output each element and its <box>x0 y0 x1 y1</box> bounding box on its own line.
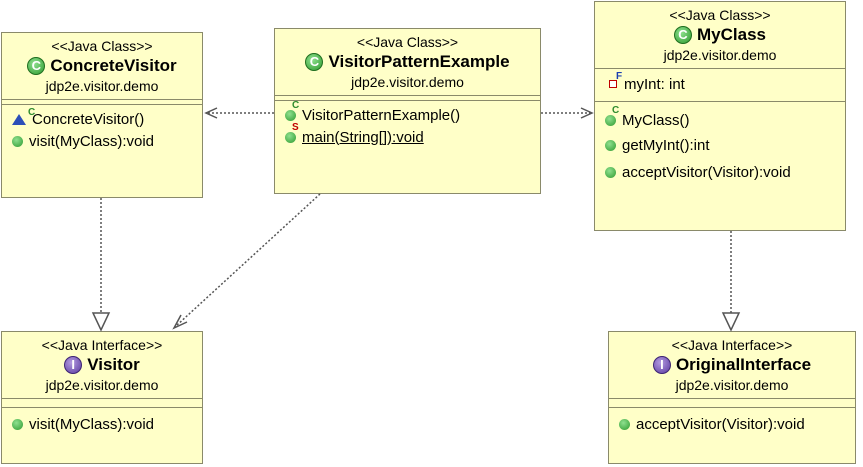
interface-icon: I <box>652 356 671 374</box>
public-method-icon <box>12 418 23 430</box>
methods-section: visit(MyClass):void <box>2 407 202 435</box>
methods-section: C ConcreteVisitor() visit(MyClass):void <box>2 104 202 152</box>
class-header: <<Java Interface>> I Visitor jdp2e.visit… <box>2 332 202 398</box>
constructor-icon: C <box>285 100 299 121</box>
member-method[interactable]: acceptVisitor(Visitor):void <box>595 159 845 186</box>
open-arrowhead <box>580 107 594 119</box>
member-text: myInt: int <box>624 75 685 93</box>
member-method[interactable]: acceptVisitor(Visitor):void <box>609 413 855 435</box>
fields-section <box>2 398 202 407</box>
member-text: MyClass() <box>622 111 690 129</box>
methods-section: C MyClass() getMyInt():int acceptVisitor… <box>595 101 845 186</box>
fields-section: F myInt: int <box>595 68 845 101</box>
interface-icon: I <box>64 356 83 374</box>
methods-section: C VisitorPatternExample() S main(String[… <box>275 100 540 148</box>
member-method[interactable]: visit(MyClass):void <box>2 413 202 435</box>
methods-section: acceptVisitor(Visitor):void <box>609 407 855 435</box>
static-method-icon: S <box>285 122 299 143</box>
fields-section <box>275 95 540 100</box>
package-label: jdp2e.visitor.demo <box>45 78 159 94</box>
package-label: jdp2e.visitor.demo <box>351 74 464 90</box>
public-method-icon <box>605 140 616 151</box>
member-text: acceptVisitor(Visitor):void <box>622 164 791 181</box>
member-constructor[interactable]: C VisitorPatternExample() <box>275 100 540 126</box>
protected-constructor-icon: C <box>12 107 35 125</box>
member-method[interactable]: visit(MyClass):void <box>2 130 202 152</box>
member-text: getMyInt():int <box>622 137 710 154</box>
class-title: I OriginalInterface <box>609 354 855 376</box>
stereotype-label: <<Java Class>> <box>669 7 771 23</box>
fields-section <box>2 99 202 104</box>
hollow-triangle-arrowhead <box>91 312 111 332</box>
member-constructor[interactable]: C ConcreteVisitor() <box>2 107 202 130</box>
member-text: ConcreteVisitor() <box>32 110 145 128</box>
interface-visitor[interactable]: <<Java Interface>> I Visitor jdp2e.visit… <box>1 331 203 464</box>
class-name: MyClass <box>697 25 766 44</box>
fields-section <box>609 398 855 407</box>
public-method-icon <box>605 167 616 178</box>
package-label: jdp2e.visitor.demo <box>675 377 789 393</box>
open-arrowhead <box>204 107 218 119</box>
class-title: C MyClass <box>595 24 845 46</box>
member-static-method[interactable]: S main(String[]):void <box>275 122 540 148</box>
class-header: <<Java Interface>> I OriginalInterface j… <box>609 332 855 398</box>
member-method[interactable]: getMyInt():int <box>595 132 845 159</box>
class-header: <<Java Class>> C MyClass jdp2e.visitor.d… <box>595 2 845 68</box>
constructor-icon: C <box>605 105 619 126</box>
class-icon: C <box>27 57 46 75</box>
private-final-field-icon: F <box>609 72 622 88</box>
package-label: jdp2e.visitor.demo <box>663 47 777 63</box>
public-method-icon <box>12 135 23 147</box>
hollow-triangle-arrowhead <box>721 312 741 332</box>
class-title: C VisitorPatternExample <box>275 51 540 73</box>
class-title: I Visitor <box>2 354 202 376</box>
class-name: OriginalInterface <box>675 355 812 374</box>
member-text: visit(MyClass):void <box>29 132 155 150</box>
interface-original-interface[interactable]: <<Java Interface>> I OriginalInterface j… <box>608 331 856 464</box>
member-text: visit(MyClass):void <box>29 415 155 433</box>
member-constructor[interactable]: C MyClass() <box>595 105 845 132</box>
class-icon: C <box>305 53 324 71</box>
stereotype-label: <<Java Interface>> <box>41 337 163 353</box>
class-concrete-visitor[interactable]: <<Java Class>> C ConcreteVisitor jdp2e.v… <box>1 32 203 198</box>
class-name: ConcreteVisitor <box>50 56 177 75</box>
class-name: Visitor <box>87 355 140 374</box>
dependency-to-visitor <box>175 193 321 327</box>
stereotype-label: <<Java Class>> <box>356 34 459 50</box>
class-title: C ConcreteVisitor <box>2 55 202 77</box>
public-method-icon <box>619 418 630 430</box>
open-arrowhead <box>172 314 188 330</box>
member-text: VisitorPatternExample() <box>302 106 461 124</box>
class-header: <<Java Class>> C ConcreteVisitor jdp2e.v… <box>2 33 202 99</box>
stereotype-label: <<Java Class>> <box>51 38 153 54</box>
stereotype-label: <<Java Interface>> <box>671 337 793 353</box>
class-header: <<Java Class>> C VisitorPatternExample j… <box>275 29 540 95</box>
member-text: main(String[]):void <box>302 128 424 146</box>
member-field[interactable]: F myInt: int <box>595 72 845 95</box>
class-my-class[interactable]: <<Java Class>> C MyClass jdp2e.visitor.d… <box>594 1 846 231</box>
class-visitor-pattern-example[interactable]: <<Java Class>> C VisitorPatternExample j… <box>274 28 541 194</box>
package-label: jdp2e.visitor.demo <box>45 377 159 393</box>
class-name: VisitorPatternExample <box>328 52 510 71</box>
class-icon: C <box>674 26 692 44</box>
member-text: acceptVisitor(Visitor):void <box>636 415 805 433</box>
